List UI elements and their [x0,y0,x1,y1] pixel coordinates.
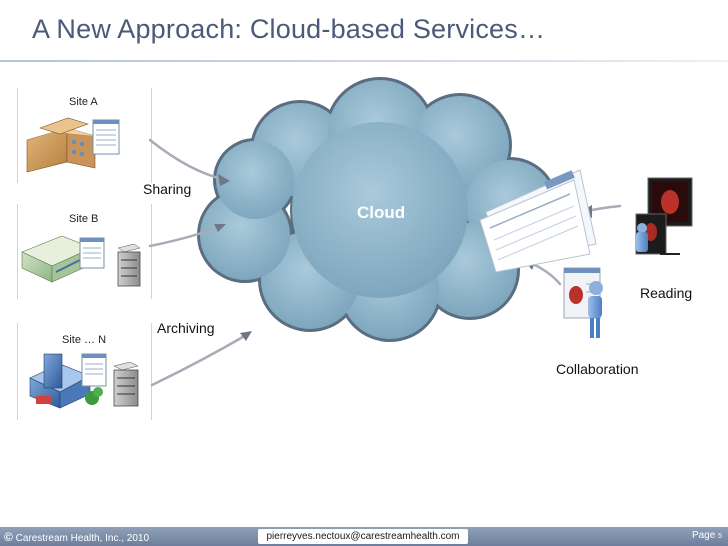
sharing-label: Sharing [143,181,192,197]
footer-email: pierreyves.nectoux@carestreamhealth.com [258,529,468,544]
site-a-screen-icon [92,119,120,155]
archiving-label: Archiving [157,320,215,336]
site-n-arrow [150,332,250,387]
slide-title: A New Approach: Cloud-based Services… [32,14,546,44]
collaboration-label: Collaboration [556,361,639,377]
site-n-server-icon [113,361,139,407]
copyright-symbol: © [4,530,13,544]
site-n-screen-icon [81,353,107,387]
site-b-server-icon [117,243,141,287]
site-n-label: Site … N [62,334,107,346]
viewer-document-icon [479,169,597,273]
site-a-building-icon [26,117,96,173]
site-b-screen-icon [79,237,105,269]
footer-copyright: © Carestream Health, Inc., 2010 [4,530,149,544]
footer-page: Page 5 [692,530,722,541]
collaboration-person-icon [563,267,603,338]
cloud-shape [197,77,558,342]
page-label: Page [691,530,716,541]
site-b-arrow [148,224,224,248]
footer-bar: © Carestream Health, Inc., 2010 pierreyv… [0,527,728,546]
page-number: 5 [718,533,722,540]
reading-label: Reading [640,285,693,301]
site-b-label: Site B [69,213,99,225]
cloud-label: Cloud [357,203,405,222]
site-a-label: Site A [69,96,98,108]
reading-workstation-icon [635,177,693,255]
copyright-text: Carestream Health, Inc., 2010 [15,533,150,544]
title-divider [0,60,728,62]
